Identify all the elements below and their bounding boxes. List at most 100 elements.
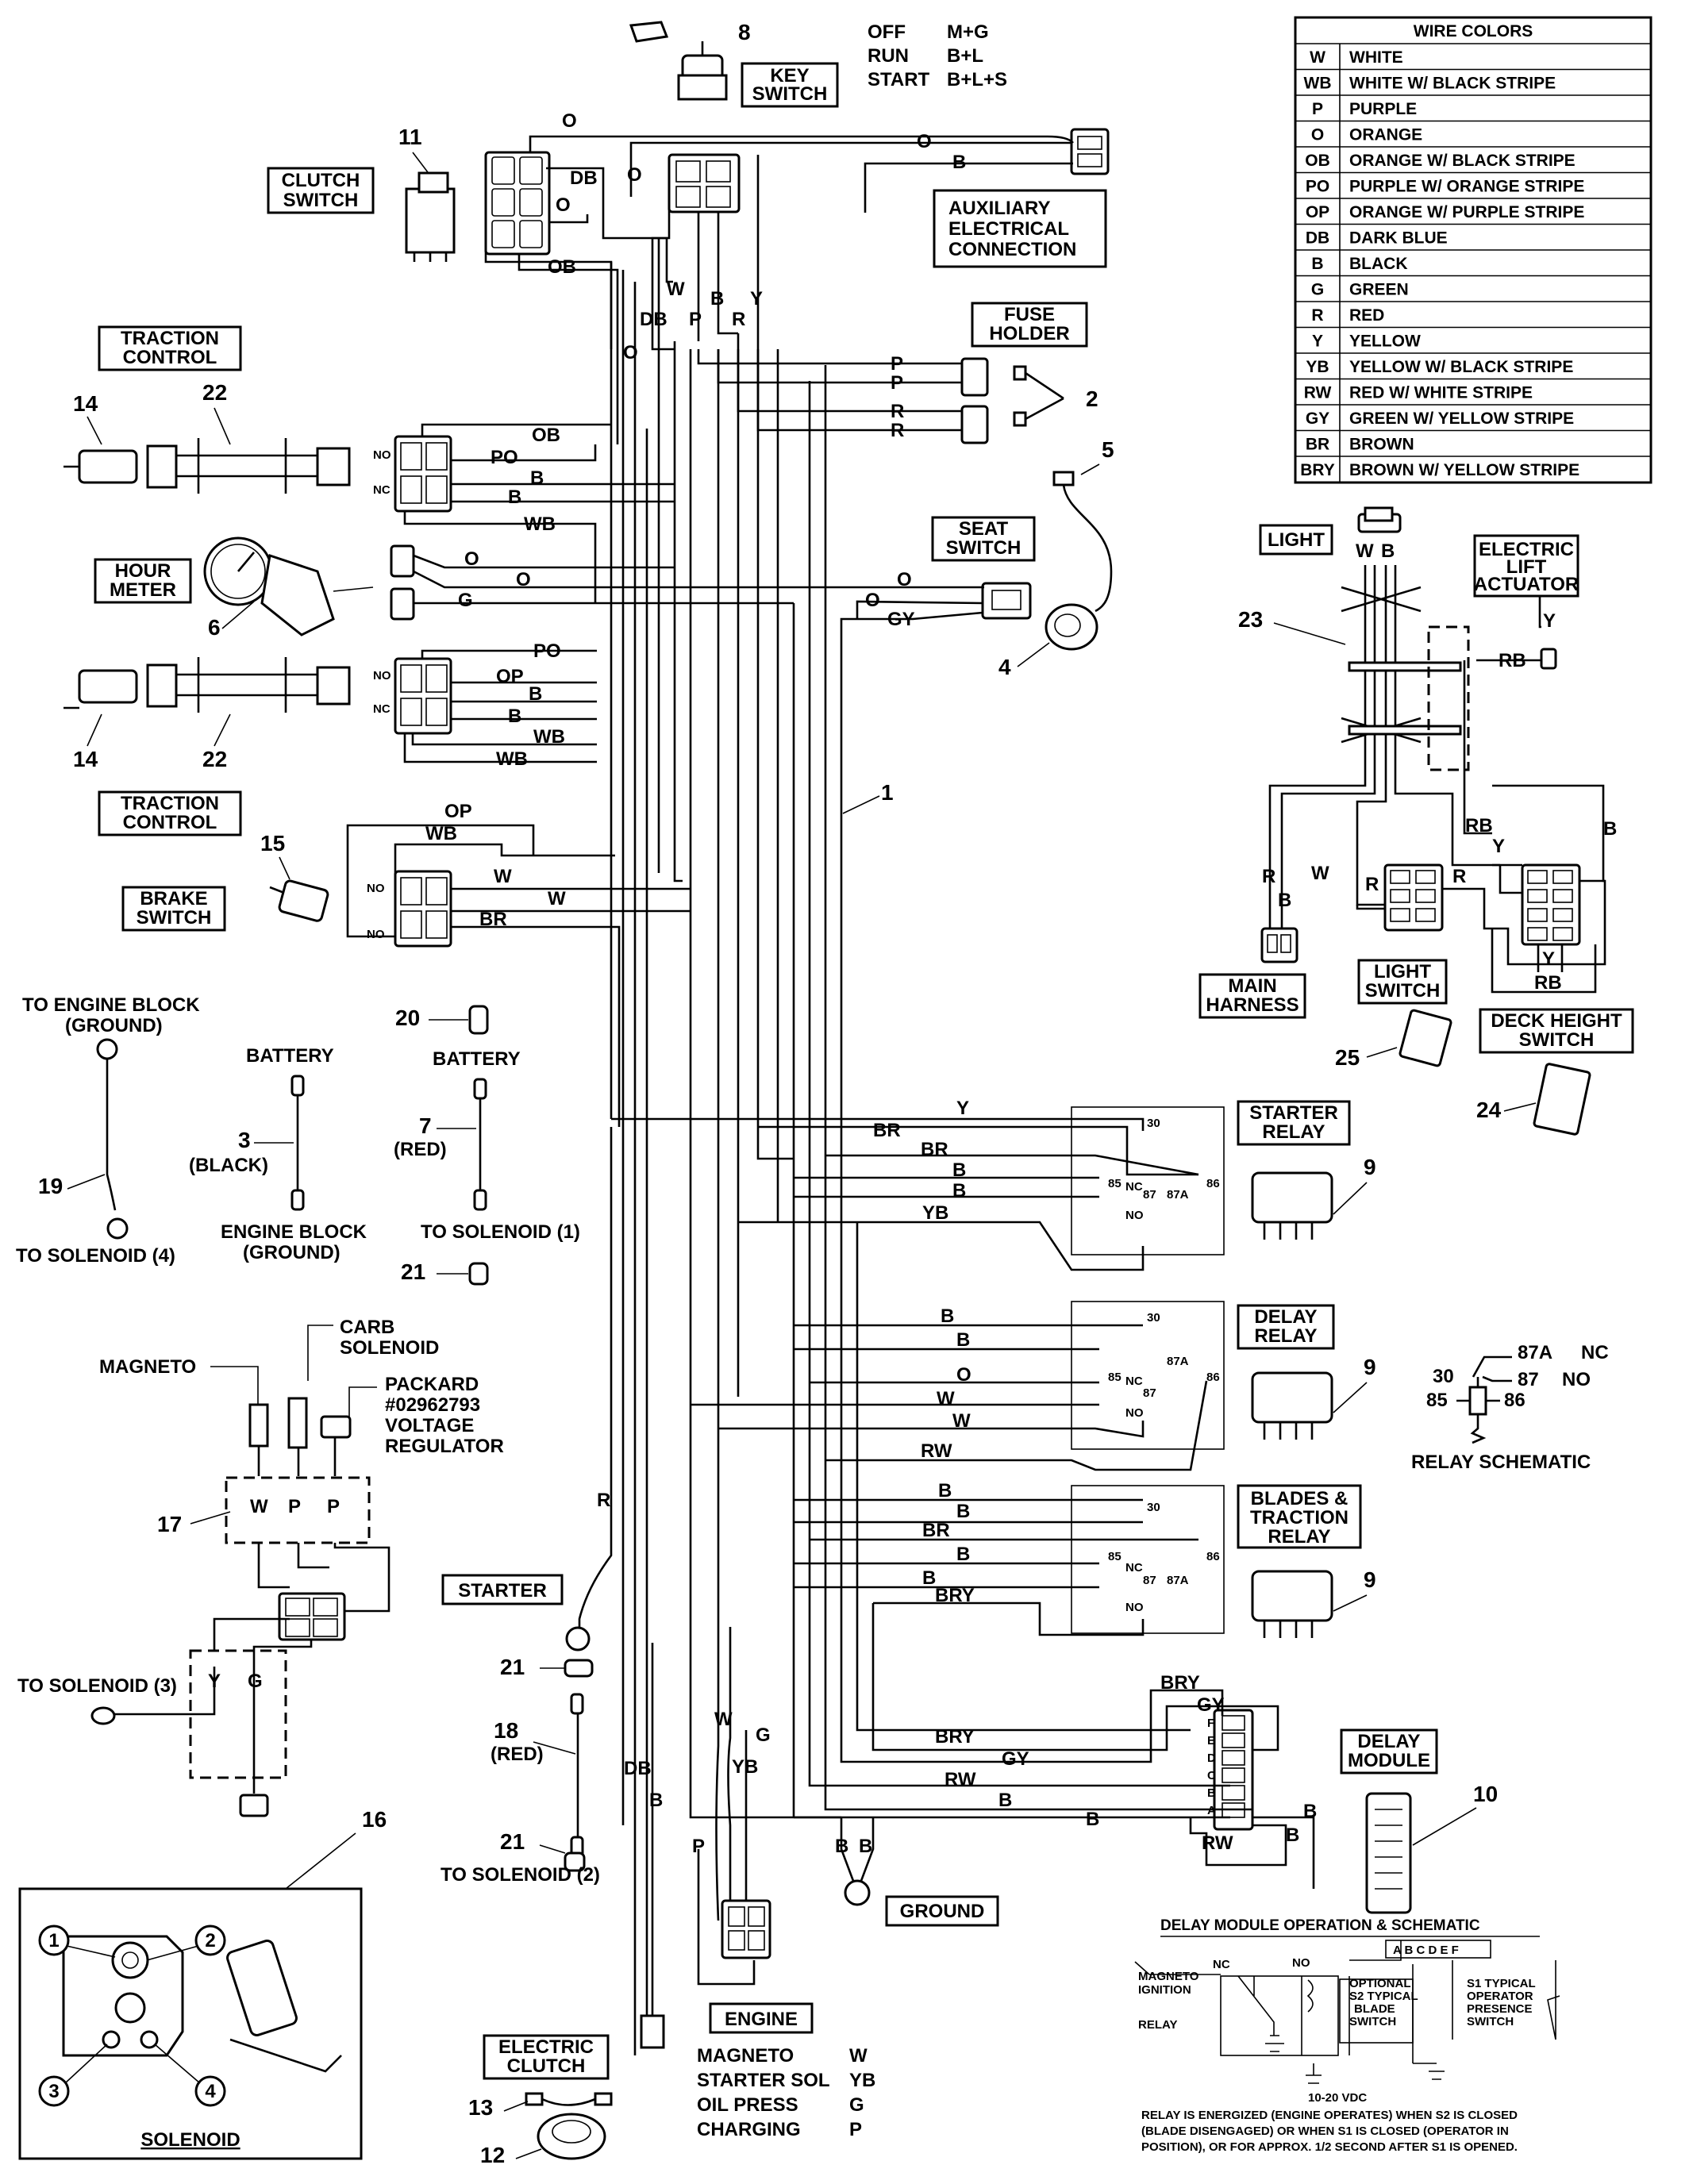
wire-label: B — [952, 1180, 966, 1202]
engine-harness: MAGNETO CARB SOLENOID PACKARD #02962793 … — [17, 1317, 504, 1817]
hour-meter: HOUR METER 6 — [94, 536, 415, 640]
module-pin-f: F — [1207, 1717, 1214, 1730]
wire-labels: O O B DB O O OB W DB P B R Y O P P R R O… — [208, 110, 1617, 1857]
relay-wiring — [611, 1117, 1208, 1636]
module-pin-d: D — [1207, 1751, 1216, 1765]
wire-label: WB — [425, 823, 457, 844]
wire-label: G — [458, 590, 473, 611]
wire-label: B — [998, 1790, 1012, 1811]
light-switch-item-number: 25 — [1335, 1045, 1360, 1070]
engine-function-name: MAGNETO — [697, 2045, 794, 2067]
wire-label: B — [956, 1544, 970, 1565]
key-switch-item-number: 8 — [738, 20, 751, 44]
engine-title: ENGINE — [725, 2009, 798, 2030]
brake-switch-item-number: 15 — [260, 831, 285, 856]
delay-module-title-2: MODULE — [1348, 1750, 1430, 1771]
wire-label: O — [956, 1364, 971, 1386]
wire-color-code: Y — [1312, 333, 1323, 351]
battery-item-19: 19 — [38, 1174, 63, 1198]
starter-relay-85: 85 — [1108, 1177, 1122, 1190]
wire-label: B — [835, 1836, 848, 1857]
wire-label: B — [922, 1567, 936, 1589]
wire-label: R — [597, 1490, 610, 1511]
blades-relay-title-1: BLADES & — [1251, 1488, 1349, 1509]
carb-label-2: SOLENOID — [340, 1337, 439, 1359]
electric-clutch-item-12: 12 — [480, 2143, 505, 2167]
battery-section: TO ENGINE BLOCK (GROUND) 19 TO SOLENOID … — [16, 994, 580, 1286]
engine-function-code: YB — [849, 2070, 875, 2091]
dms-relay: RELAY — [1138, 2018, 1177, 2032]
red-cable-label: (RED) — [394, 1139, 447, 1160]
wire-label: O — [917, 131, 932, 152]
solenoid: 16 1 2 3 4 SOLENOID — [18, 1807, 387, 2160]
wire-label: WB — [496, 748, 528, 770]
lift-title-3: ACTUATOR — [1474, 574, 1579, 595]
starter-title: STARTER — [458, 1580, 547, 1601]
wire-color-name: WHITE — [1349, 48, 1403, 67]
wire-label: R — [891, 420, 904, 441]
wire-label: P — [891, 372, 903, 394]
wire-color-name: BLACK — [1349, 255, 1408, 273]
dms-nc: NC — [1213, 1958, 1230, 1971]
blades-relay-85: 85 — [1108, 1550, 1122, 1563]
wire-color-name: YELLOW — [1349, 333, 1421, 351]
dms-s1-1: S1 TYPICAL — [1467, 1977, 1536, 1990]
engine-block-ground-2: (GROUND) — [243, 1242, 340, 1263]
wire-label: W — [494, 866, 512, 887]
wire-label: BRY — [1160, 1672, 1200, 1694]
engine-function-name: OIL PRESS — [697, 2094, 798, 2116]
engine-block-ground: (GROUND) — [65, 1015, 163, 1036]
starter-relay-title-2: RELAY — [1262, 1121, 1325, 1143]
wire-label: B — [530, 467, 544, 489]
blades-relay-30: 30 — [1147, 1501, 1160, 1514]
wire-label: W — [937, 1388, 955, 1409]
traction-top-nc: NC — [373, 483, 391, 497]
blades-relay-no: NO — [1125, 1601, 1144, 1614]
starter-section: STARTER 21 18 (RED) 21 TO SOLENOID (2) — [441, 1127, 613, 1886]
blades-relay-nc: NC — [1125, 1561, 1143, 1575]
black-cable-item: 3 — [238, 1128, 251, 1152]
relay-schem-no: NO — [1562, 1369, 1591, 1390]
engine-block-label: ENGINE BLOCK — [221, 1221, 367, 1243]
black-cable-label: (BLACK) — [189, 1155, 268, 1176]
to-solenoid-1: TO SOLENOID (1) — [421, 1221, 580, 1243]
wire-color-code: B — [1311, 255, 1323, 273]
wire-label: Y — [1542, 948, 1555, 970]
key-start-label: START — [868, 69, 930, 90]
wire-color-code: P — [1312, 100, 1323, 118]
key-switch: 8 KEY SWITCH OFF M+G RUN B+L START B+L+S — [629, 20, 1007, 108]
wire-label: RB — [1534, 972, 1562, 994]
seat-switch-item-b: 4 — [998, 655, 1011, 679]
wire-label: O — [516, 569, 531, 590]
relay-schem-85: 85 — [1426, 1390, 1448, 1411]
traction-top-connector: NO NC — [373, 435, 452, 513]
dms-s1-4: SWITCH — [1467, 2015, 1514, 2028]
wire-label: B — [1086, 1809, 1099, 1830]
wire-color-name: DARK BLUE — [1349, 229, 1448, 248]
wire-label: DB — [570, 167, 598, 189]
module-pin-c: C — [1207, 1769, 1216, 1782]
brake-switch-title-1: BRAKE — [140, 888, 207, 909]
dms-magneto-2: IGNITION — [1138, 1983, 1191, 1997]
hour-meter-title-1: HOUR — [115, 560, 171, 582]
traction-top-item-a: 14 — [73, 391, 98, 416]
starter-relay-nc: NC — [1125, 1180, 1143, 1194]
starter-item-21a: 21 — [500, 1655, 525, 1679]
wire-label: OB — [532, 425, 560, 446]
wire-color-code: BR — [1306, 436, 1329, 454]
key-switch-title-2: SWITCH — [752, 83, 828, 105]
wire-color-code: G — [1311, 281, 1324, 299]
traction-bottom-title-2: CONTROL — [123, 812, 217, 833]
starter-relay-item-number: 9 — [1364, 1155, 1376, 1179]
wire-label: YB — [922, 1202, 948, 1224]
wire-color-name: BROWN — [1349, 436, 1414, 454]
main-harness-item-number: 1 — [881, 780, 894, 805]
starter-cable-red: (RED) — [491, 1744, 544, 1765]
wire-color-code: R — [1311, 306, 1323, 325]
delay-relay-title-1: DELAY — [1254, 1306, 1317, 1328]
wire-label: W — [667, 279, 685, 300]
wire-color-code: BRY — [1300, 461, 1335, 479]
key-off-label: OFF — [868, 21, 906, 43]
wire-label: WB — [533, 726, 565, 748]
traction-bottom-no: NO — [373, 669, 391, 682]
